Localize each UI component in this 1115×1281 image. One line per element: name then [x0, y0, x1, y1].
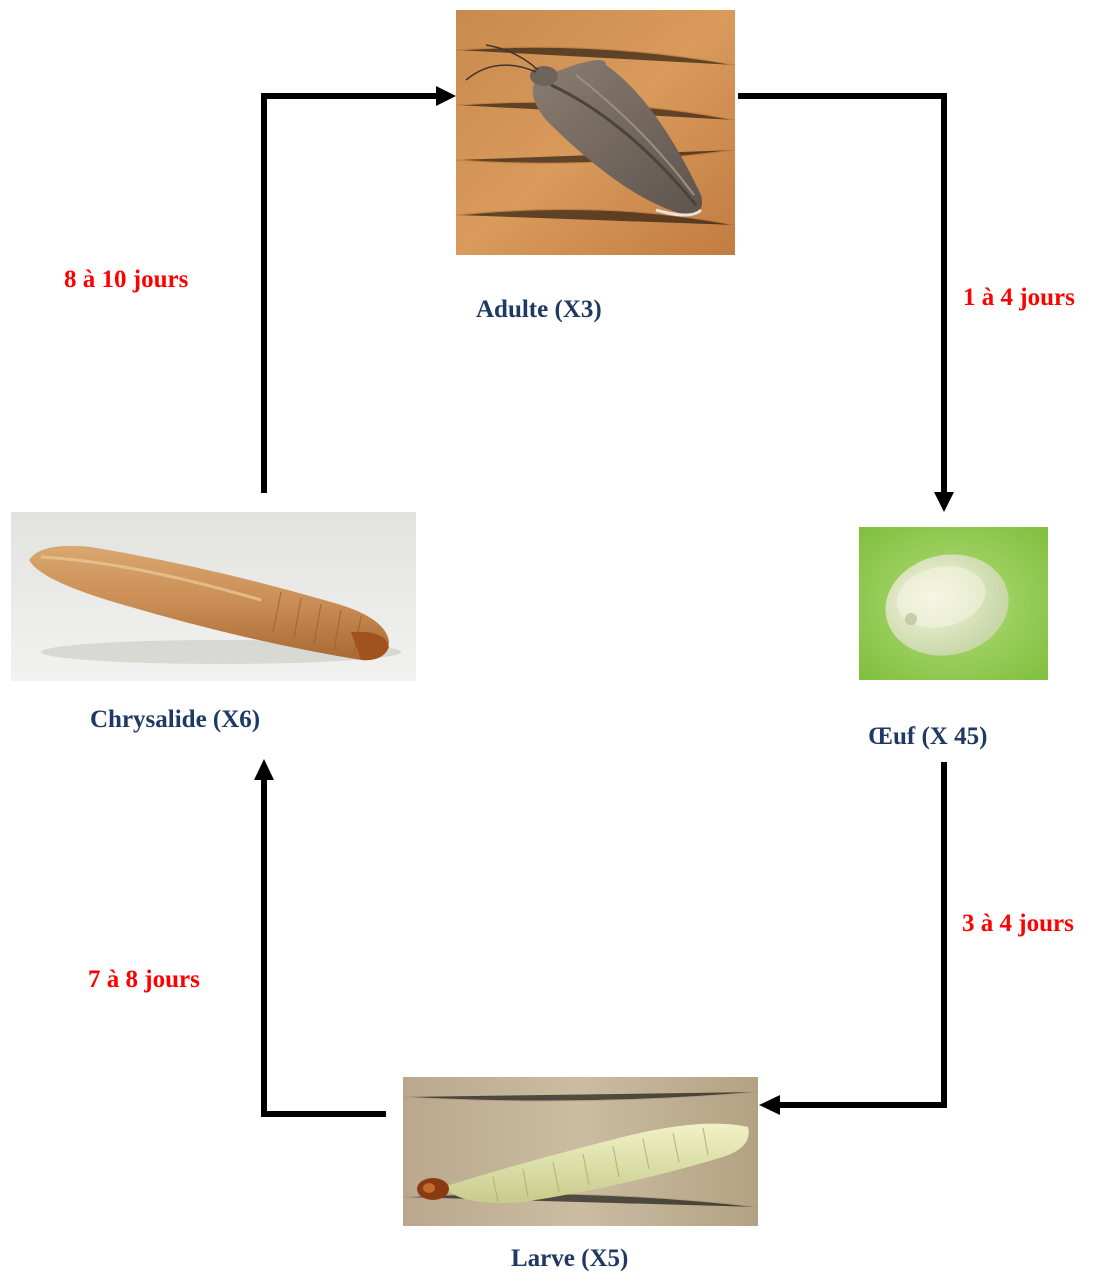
arrow-larva-to-pupa	[264, 780, 386, 1114]
arrow-adult-to-egg	[738, 96, 944, 492]
duration-larva-to-pupa: 7 à 8 jours	[88, 966, 200, 994]
arrowhead-adult	[436, 86, 456, 106]
arrowhead-larva	[759, 1095, 780, 1115]
arrow-pupa-to-adult	[264, 96, 436, 493]
duration-adult-to-egg: 1 à 4 jours	[963, 284, 1075, 312]
stage-label-pupa: Chrysalide (X6)	[90, 706, 260, 734]
duration-egg-to-larva: 3 à 4 jours	[962, 910, 1074, 938]
duration-pupa-to-adult: 8 à 10 jours	[64, 266, 188, 294]
arrowhead-pupa	[254, 759, 274, 780]
arrowhead-egg	[934, 492, 954, 512]
stage-label-egg: Œuf (X 45)	[868, 723, 987, 751]
stage-label-adult: Adulte (X3)	[476, 296, 602, 324]
pupa-photo	[11, 512, 416, 681]
stage-label-larva: Larve (X5)	[511, 1245, 628, 1273]
larva-photo	[403, 1077, 758, 1226]
egg-photo	[859, 527, 1048, 680]
arrow-egg-to-larva	[780, 762, 944, 1105]
adult-moth-photo	[456, 10, 735, 255]
